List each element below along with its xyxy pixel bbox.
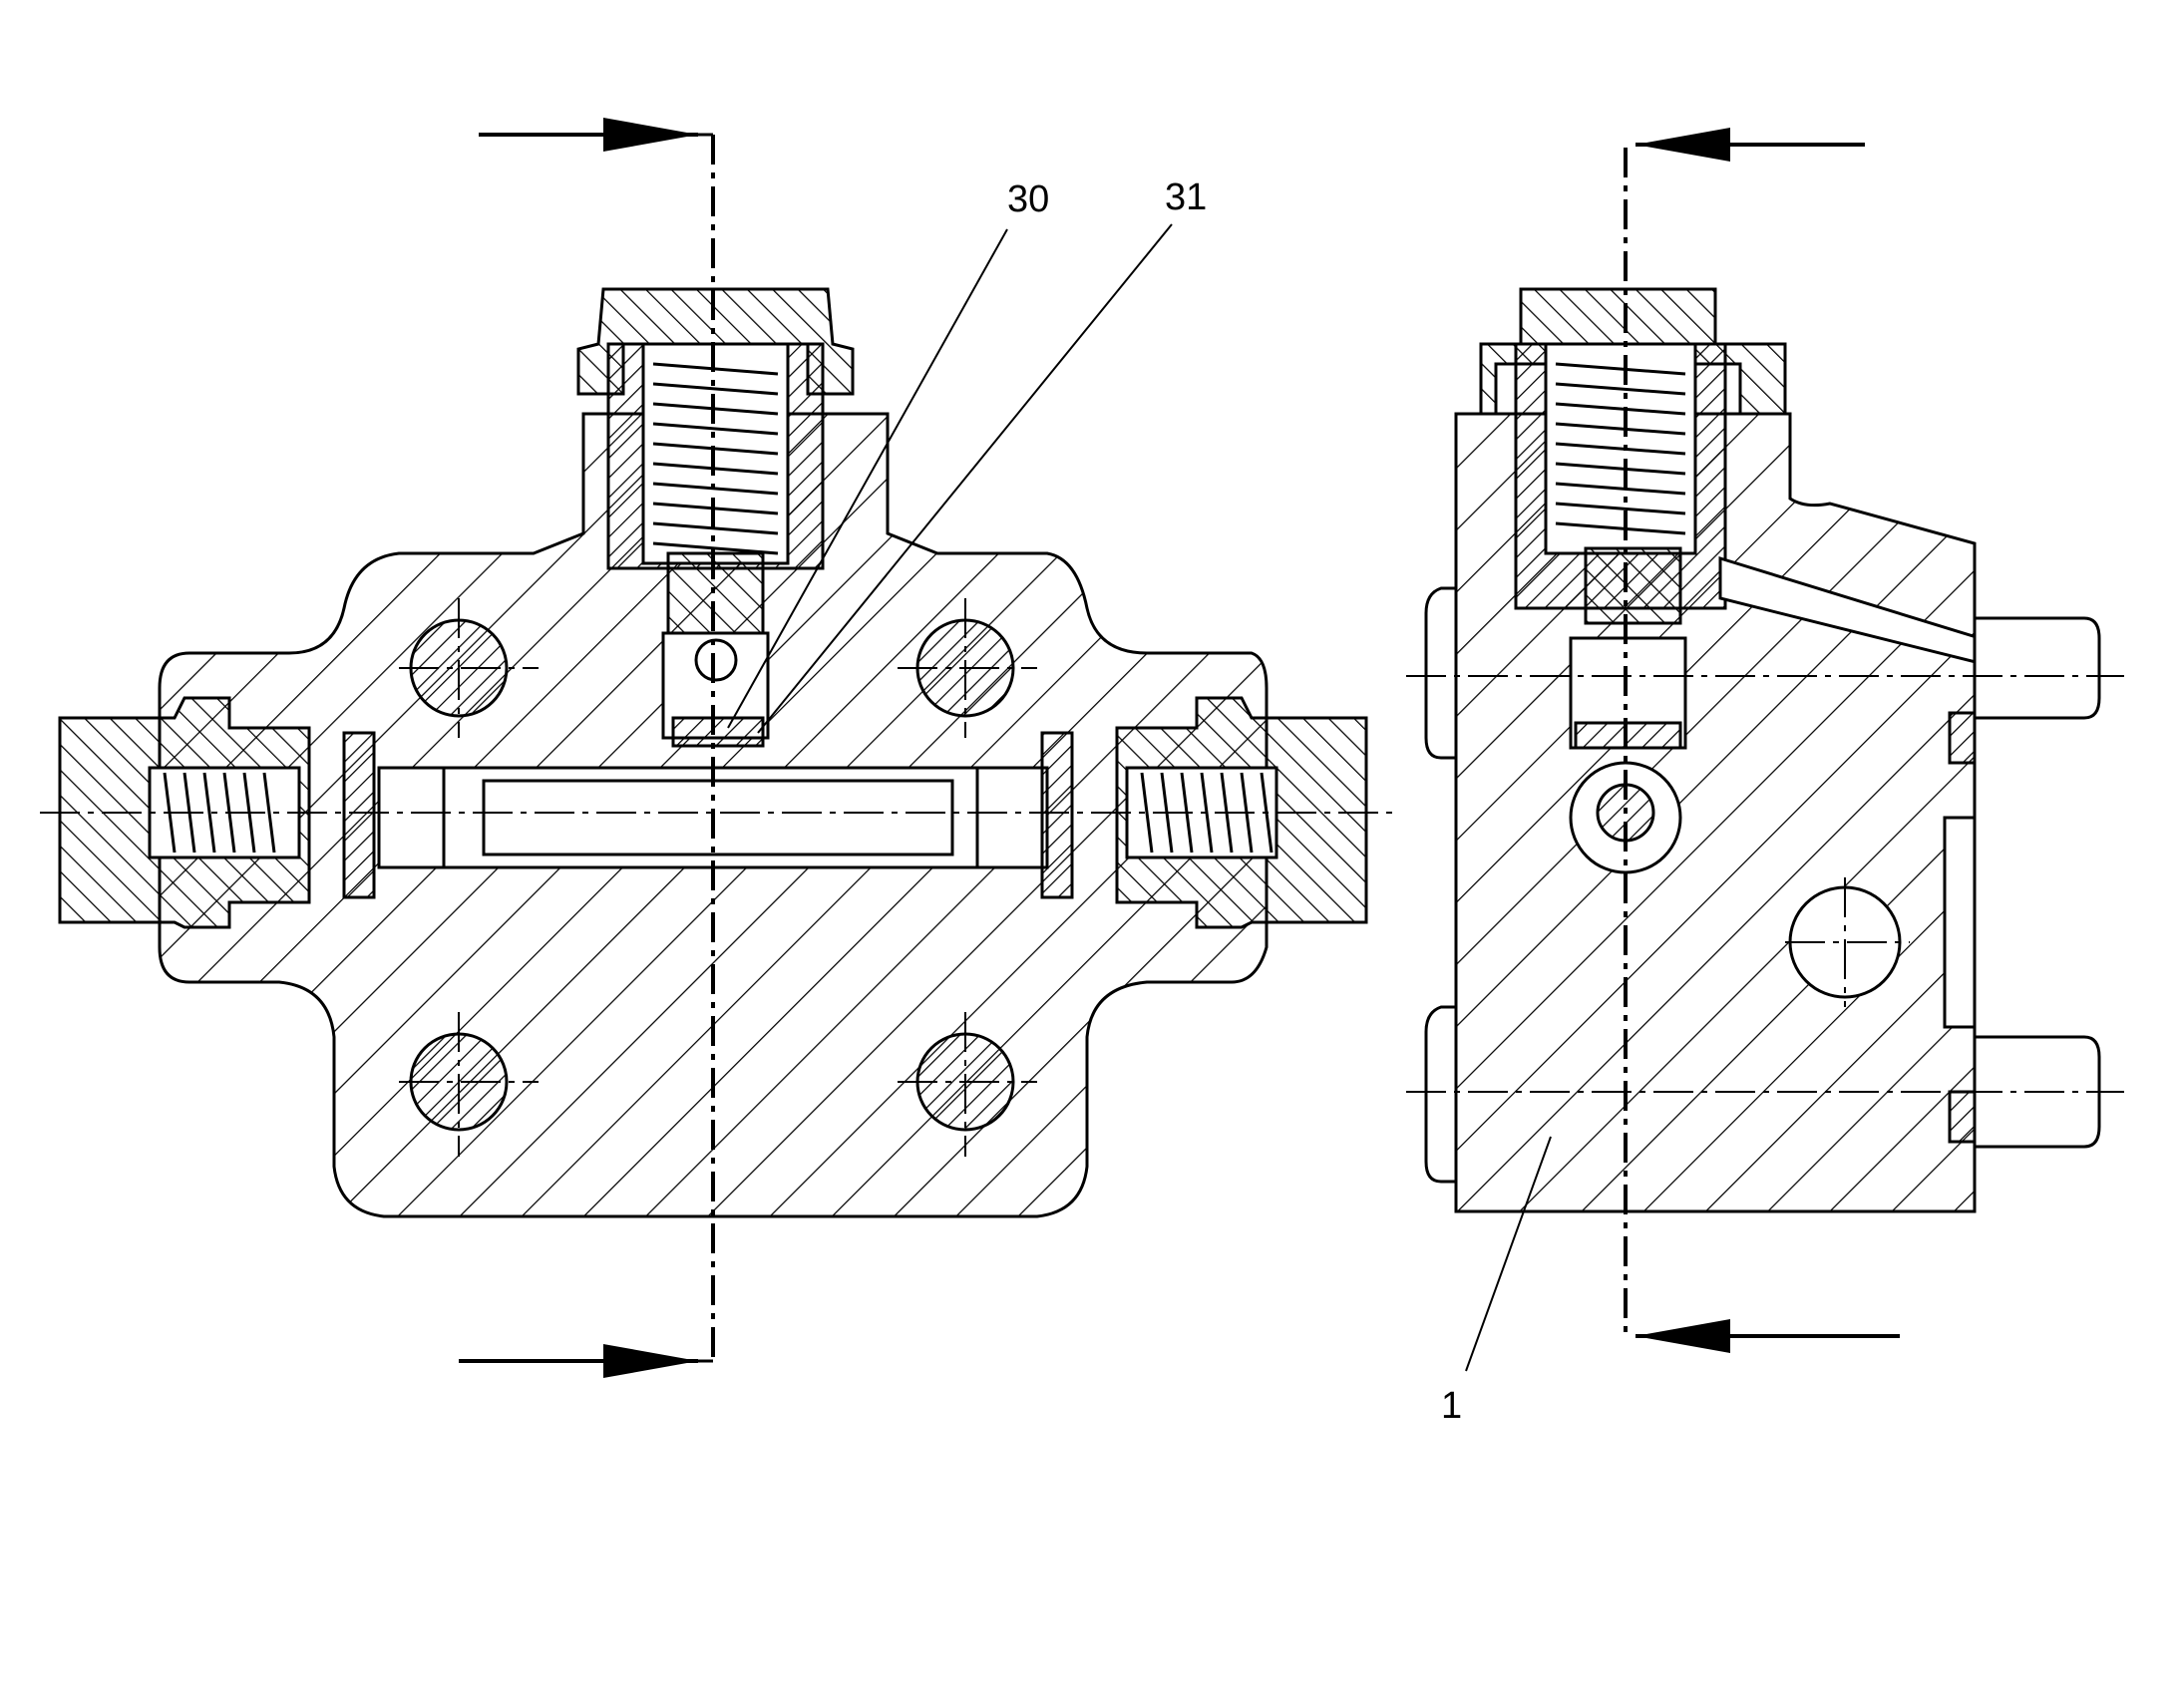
right-bottom-arrow bbox=[1635, 1319, 1900, 1353]
callout-30: 30 bbox=[727, 178, 1049, 729]
callout-31: 31 bbox=[757, 176, 1207, 734]
right-upper-seal bbox=[1948, 711, 1977, 765]
right-side-plate bbox=[1943, 816, 1977, 1029]
right-upper-fitting bbox=[1973, 616, 2101, 720]
right-lower-lug bbox=[1424, 1005, 1458, 1184]
left-bottom-arrow bbox=[459, 1344, 698, 1378]
right-piston bbox=[1584, 546, 1682, 625]
right-top-spring bbox=[1555, 362, 1686, 535]
right-upper-lug bbox=[1424, 586, 1458, 760]
right-end-plug bbox=[1040, 731, 1074, 899]
right-lower-seal bbox=[1948, 1090, 1977, 1144]
left-ball bbox=[694, 638, 738, 682]
callout-31-label: 31 bbox=[1165, 176, 1207, 218]
right-top-arrow bbox=[1635, 128, 1865, 162]
left-piston bbox=[666, 551, 765, 635]
left-seat bbox=[671, 716, 765, 748]
left-end-plug bbox=[342, 731, 376, 899]
callout-30-label: 30 bbox=[1007, 178, 1049, 220]
right-side-view bbox=[1406, 128, 2124, 1353]
left-spool bbox=[482, 779, 954, 856]
left-top-arrow bbox=[479, 118, 698, 152]
left-top-spring bbox=[652, 362, 779, 555]
callout-1: 1 bbox=[1441, 1136, 1552, 1427]
right-seat bbox=[1574, 721, 1682, 750]
left-section-view bbox=[40, 118, 1396, 1378]
callout-1-label: 1 bbox=[1441, 1385, 1462, 1427]
